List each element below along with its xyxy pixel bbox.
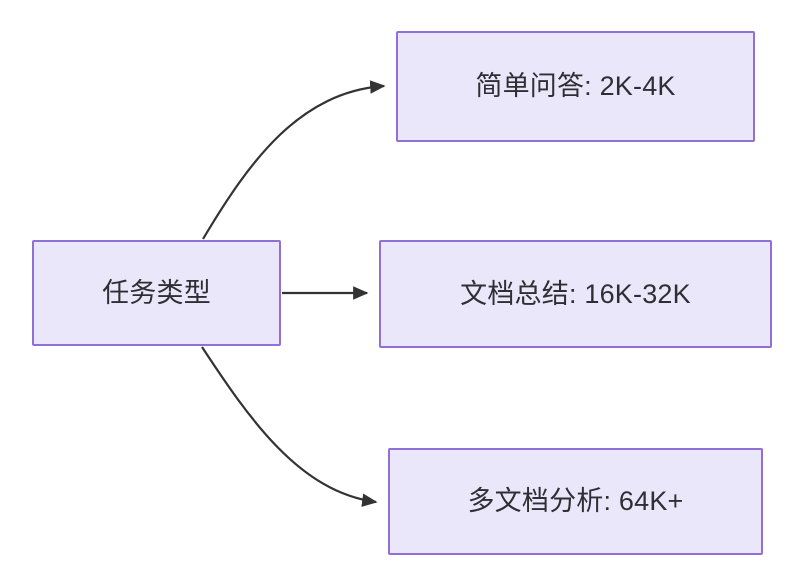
node-multi-doc[interactable]: 多文档分析: 64K+ — [388, 448, 763, 555]
node-task-type[interactable]: 任务类型 — [32, 240, 281, 346]
edge-task-type-to-simple-qa — [202, 80, 386, 240]
node-doc-summary-label: 文档总结: 16K-32K — [460, 278, 691, 309]
node-doc-summary[interactable]: 文档总结: 16K-32K — [379, 240, 772, 348]
edge-task-type-to-multi-doc — [201, 346, 378, 507]
node-simple-qa[interactable]: 简单问答: 2K-4K — [396, 31, 755, 142]
node-task-type-label: 任务类型 — [102, 277, 211, 308]
node-multi-doc-label: 多文档分析: 64K+ — [467, 486, 684, 517]
node-simple-qa-label: 简单问答: 2K-4K — [475, 71, 676, 102]
